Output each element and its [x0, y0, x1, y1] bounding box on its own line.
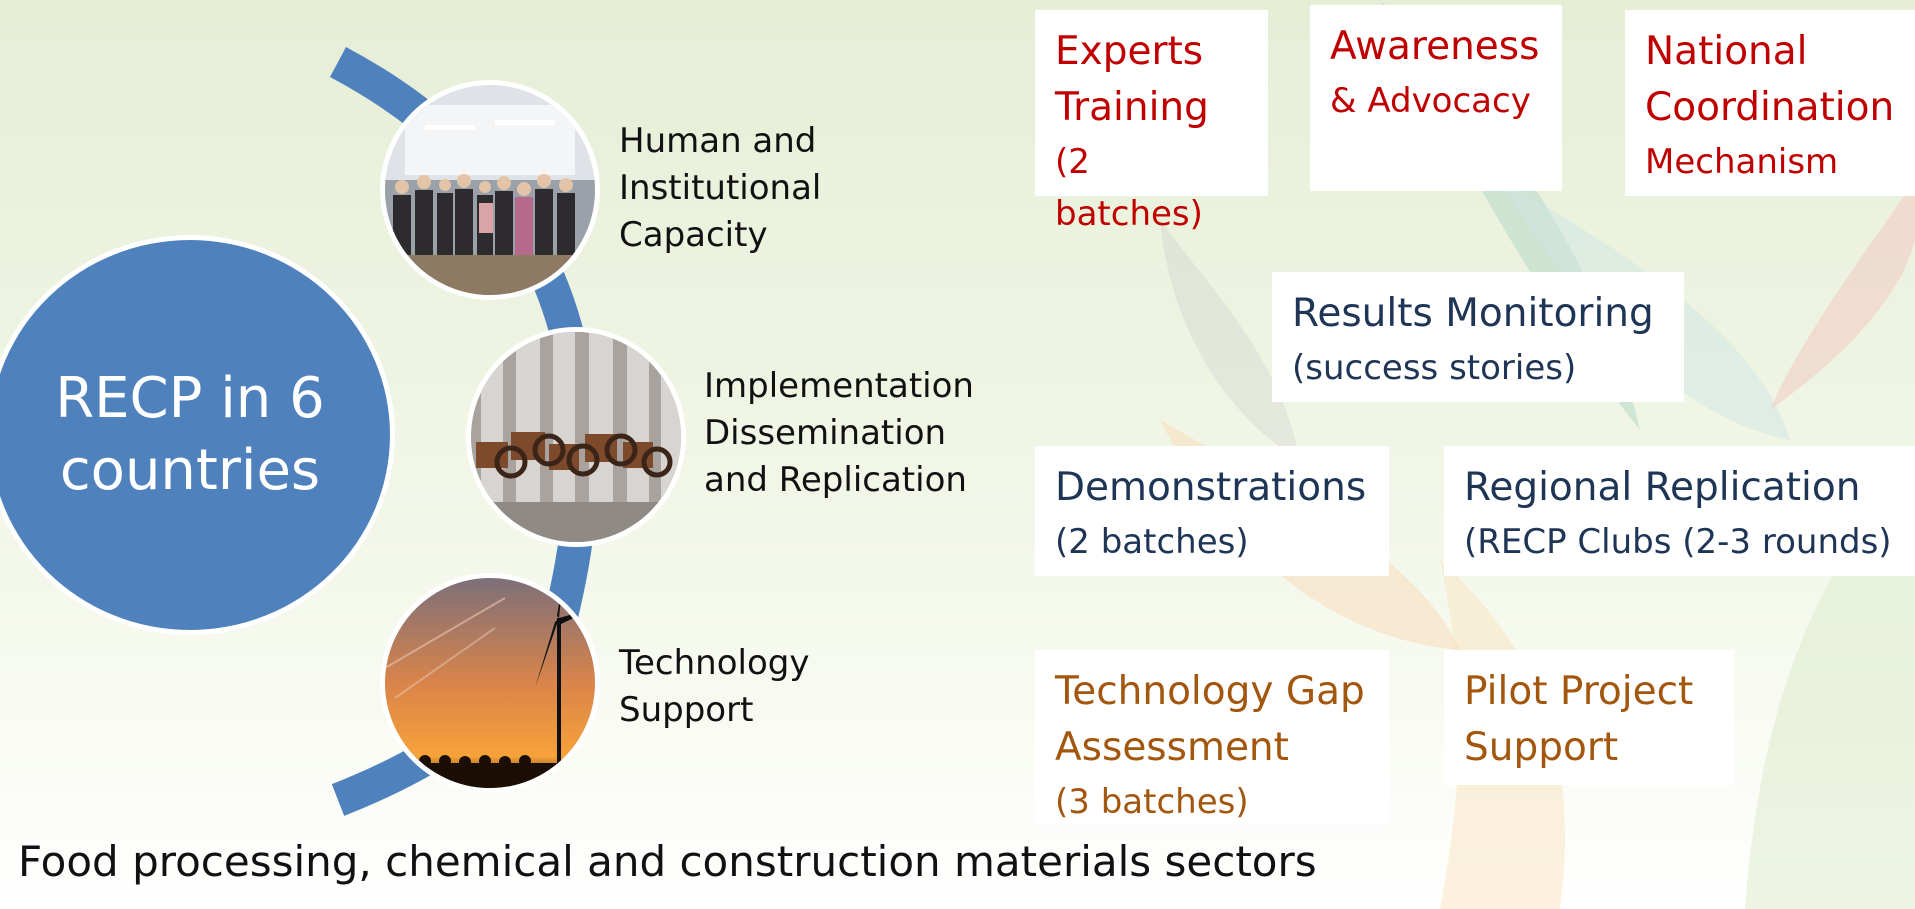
box-technology-gap-assessment: Technology Gap Assessment (3 batches): [1035, 650, 1389, 825]
valves-photo: [466, 327, 686, 547]
footer-sectors-text: Food processing, chemical and constructi…: [18, 837, 1317, 886]
box-results-title: Results Monitoring: [1292, 291, 1654, 336]
box-national-title: National Coordination: [1645, 29, 1895, 130]
box-experts-subtitle: (2 batches): [1055, 142, 1203, 234]
box-techgap-title: Technology Gap Assessment: [1055, 669, 1365, 770]
pillar-label-human-capacity: Human and Institutional Capacity: [619, 121, 822, 255]
box-national-subtitle: Mechanism: [1645, 142, 1839, 182]
box-regional-replication: Regional Replication (RECP Clubs (2-3 ro…: [1444, 446, 1915, 576]
box-pilot-project-support: Pilot Project Support: [1444, 650, 1734, 785]
box-awareness-title: Awareness: [1330, 24, 1540, 69]
hub-circle: RECP in 6 countries: [0, 235, 395, 635]
box-experts-training: Experts Training (2 batches): [1035, 10, 1268, 234]
box-national-coordination: National Coordination Mechanism: [1625, 10, 1915, 196]
box-awareness-subtitle: & Advocacy: [1330, 81, 1531, 121]
box-experts-title: Experts Training: [1055, 29, 1209, 130]
box-demonstrations: Demonstrations (2 batches): [1035, 446, 1389, 576]
pillar-label-technology-support: Technology Support: [619, 643, 810, 730]
box-regional-title: Regional Replication: [1464, 465, 1861, 510]
hub-title: RECP in 6 countries: [55, 366, 325, 503]
group-photo: [380, 80, 600, 300]
box-regional-subtitle: (RECP Clubs (2-3 rounds): [1464, 522, 1892, 562]
box-awareness-advocacy: Awareness & Advocacy: [1310, 5, 1562, 191]
background-leaf-pink: [1770, 180, 1915, 410]
background-leaf-lightgreen: [1745, 470, 1915, 909]
box-pilot-title: Pilot Project Support: [1464, 669, 1694, 770]
box-techgap-subtitle: (3 batches): [1055, 782, 1249, 822]
pillar-label-implementation: Implementation Dissemination and Replica…: [704, 366, 974, 500]
box-results-subtitle: (success stories): [1292, 348, 1577, 388]
box-results-monitoring: Results Monitoring (success stories): [1272, 272, 1684, 402]
box-demonstrations-subtitle: (2 batches): [1055, 522, 1249, 562]
background-leaf-grey: [1160, 220, 1300, 460]
box-demonstrations-title: Demonstrations: [1055, 465, 1367, 510]
wind-turbine-sunset-photo: [380, 573, 600, 793]
